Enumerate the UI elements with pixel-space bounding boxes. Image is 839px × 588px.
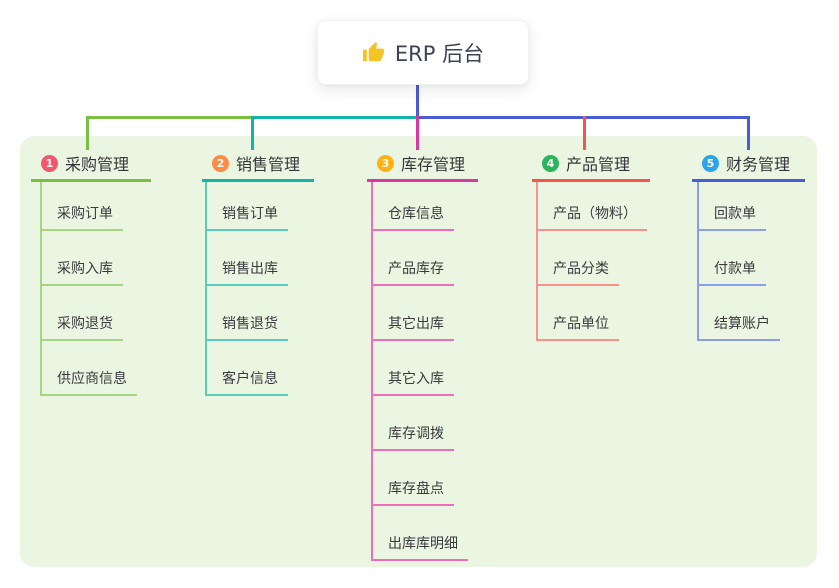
branch-title: 4 产品管理: [532, 147, 650, 182]
branch-drop-line: [583, 116, 586, 150]
child-item: 采购入库: [40, 260, 123, 286]
branch-children-connector: [40, 182, 42, 396]
branch-title: 2 销售管理: [202, 147, 314, 182]
branch-title-label: 库存管理: [401, 155, 466, 174]
branch-number-badge: 3: [377, 154, 394, 172]
child-item: 其它出库: [371, 315, 454, 341]
child-item: 仓库信息: [371, 205, 454, 231]
branch-children-connector: [697, 182, 699, 341]
branch-number-badge: 1: [41, 154, 58, 172]
branch-children-connector: [536, 182, 538, 341]
branch-title: 5 财务管理: [692, 147, 805, 182]
child-item: 库存调拨: [371, 425, 454, 451]
child-item: 结算账户: [697, 315, 780, 341]
branch-title: 1 采购管理: [31, 147, 151, 182]
branch-number-badge: 2: [212, 154, 229, 172]
branch-drop-line: [416, 116, 419, 150]
connector-segment: [86, 116, 253, 119]
child-item: 供应商信息: [40, 370, 137, 396]
child-item: 产品库存: [371, 260, 454, 286]
root-connector-line: [416, 82, 419, 116]
child-item: 产品单位: [536, 315, 619, 341]
branch-children-connector: [205, 182, 207, 396]
branch-drop-line: [86, 116, 89, 150]
child-item: 采购订单: [40, 205, 123, 231]
branch-title-label: 产品管理: [566, 155, 631, 174]
child-item: 付款单: [697, 260, 766, 286]
child-item: 采购退货: [40, 315, 123, 341]
child-item: 回款单: [697, 205, 766, 231]
child-item: 产品分类: [536, 260, 619, 286]
root-node: ERP 后台: [317, 20, 529, 85]
branch-children-connector: [371, 182, 373, 561]
branch-number-badge: 4: [542, 154, 559, 172]
child-item: 销售出库: [205, 260, 288, 286]
branch-title-label: 销售管理: [236, 155, 301, 174]
connector-segment: [253, 116, 418, 119]
child-item: 销售订单: [205, 205, 288, 231]
child-item: 产品（物料）: [536, 205, 647, 231]
child-item: 其它入库: [371, 370, 454, 396]
child-item: 客户信息: [205, 370, 288, 396]
branch-title-label: 采购管理: [65, 155, 130, 174]
branches-panel-background: [20, 136, 817, 567]
child-item: 销售退货: [205, 315, 288, 341]
root-label: ERP 后台: [394, 41, 485, 66]
branch-title-label: 财务管理: [726, 155, 791, 174]
thumbs-up-icon: [362, 41, 385, 64]
branch-drop-line: [747, 116, 750, 150]
branch-number-badge: 5: [702, 154, 719, 172]
child-item: 库存盘点: [371, 480, 454, 506]
branch-drop-line: [251, 116, 254, 150]
branch-title: 3 库存管理: [367, 147, 478, 182]
child-item: 出库库明细: [371, 535, 468, 561]
